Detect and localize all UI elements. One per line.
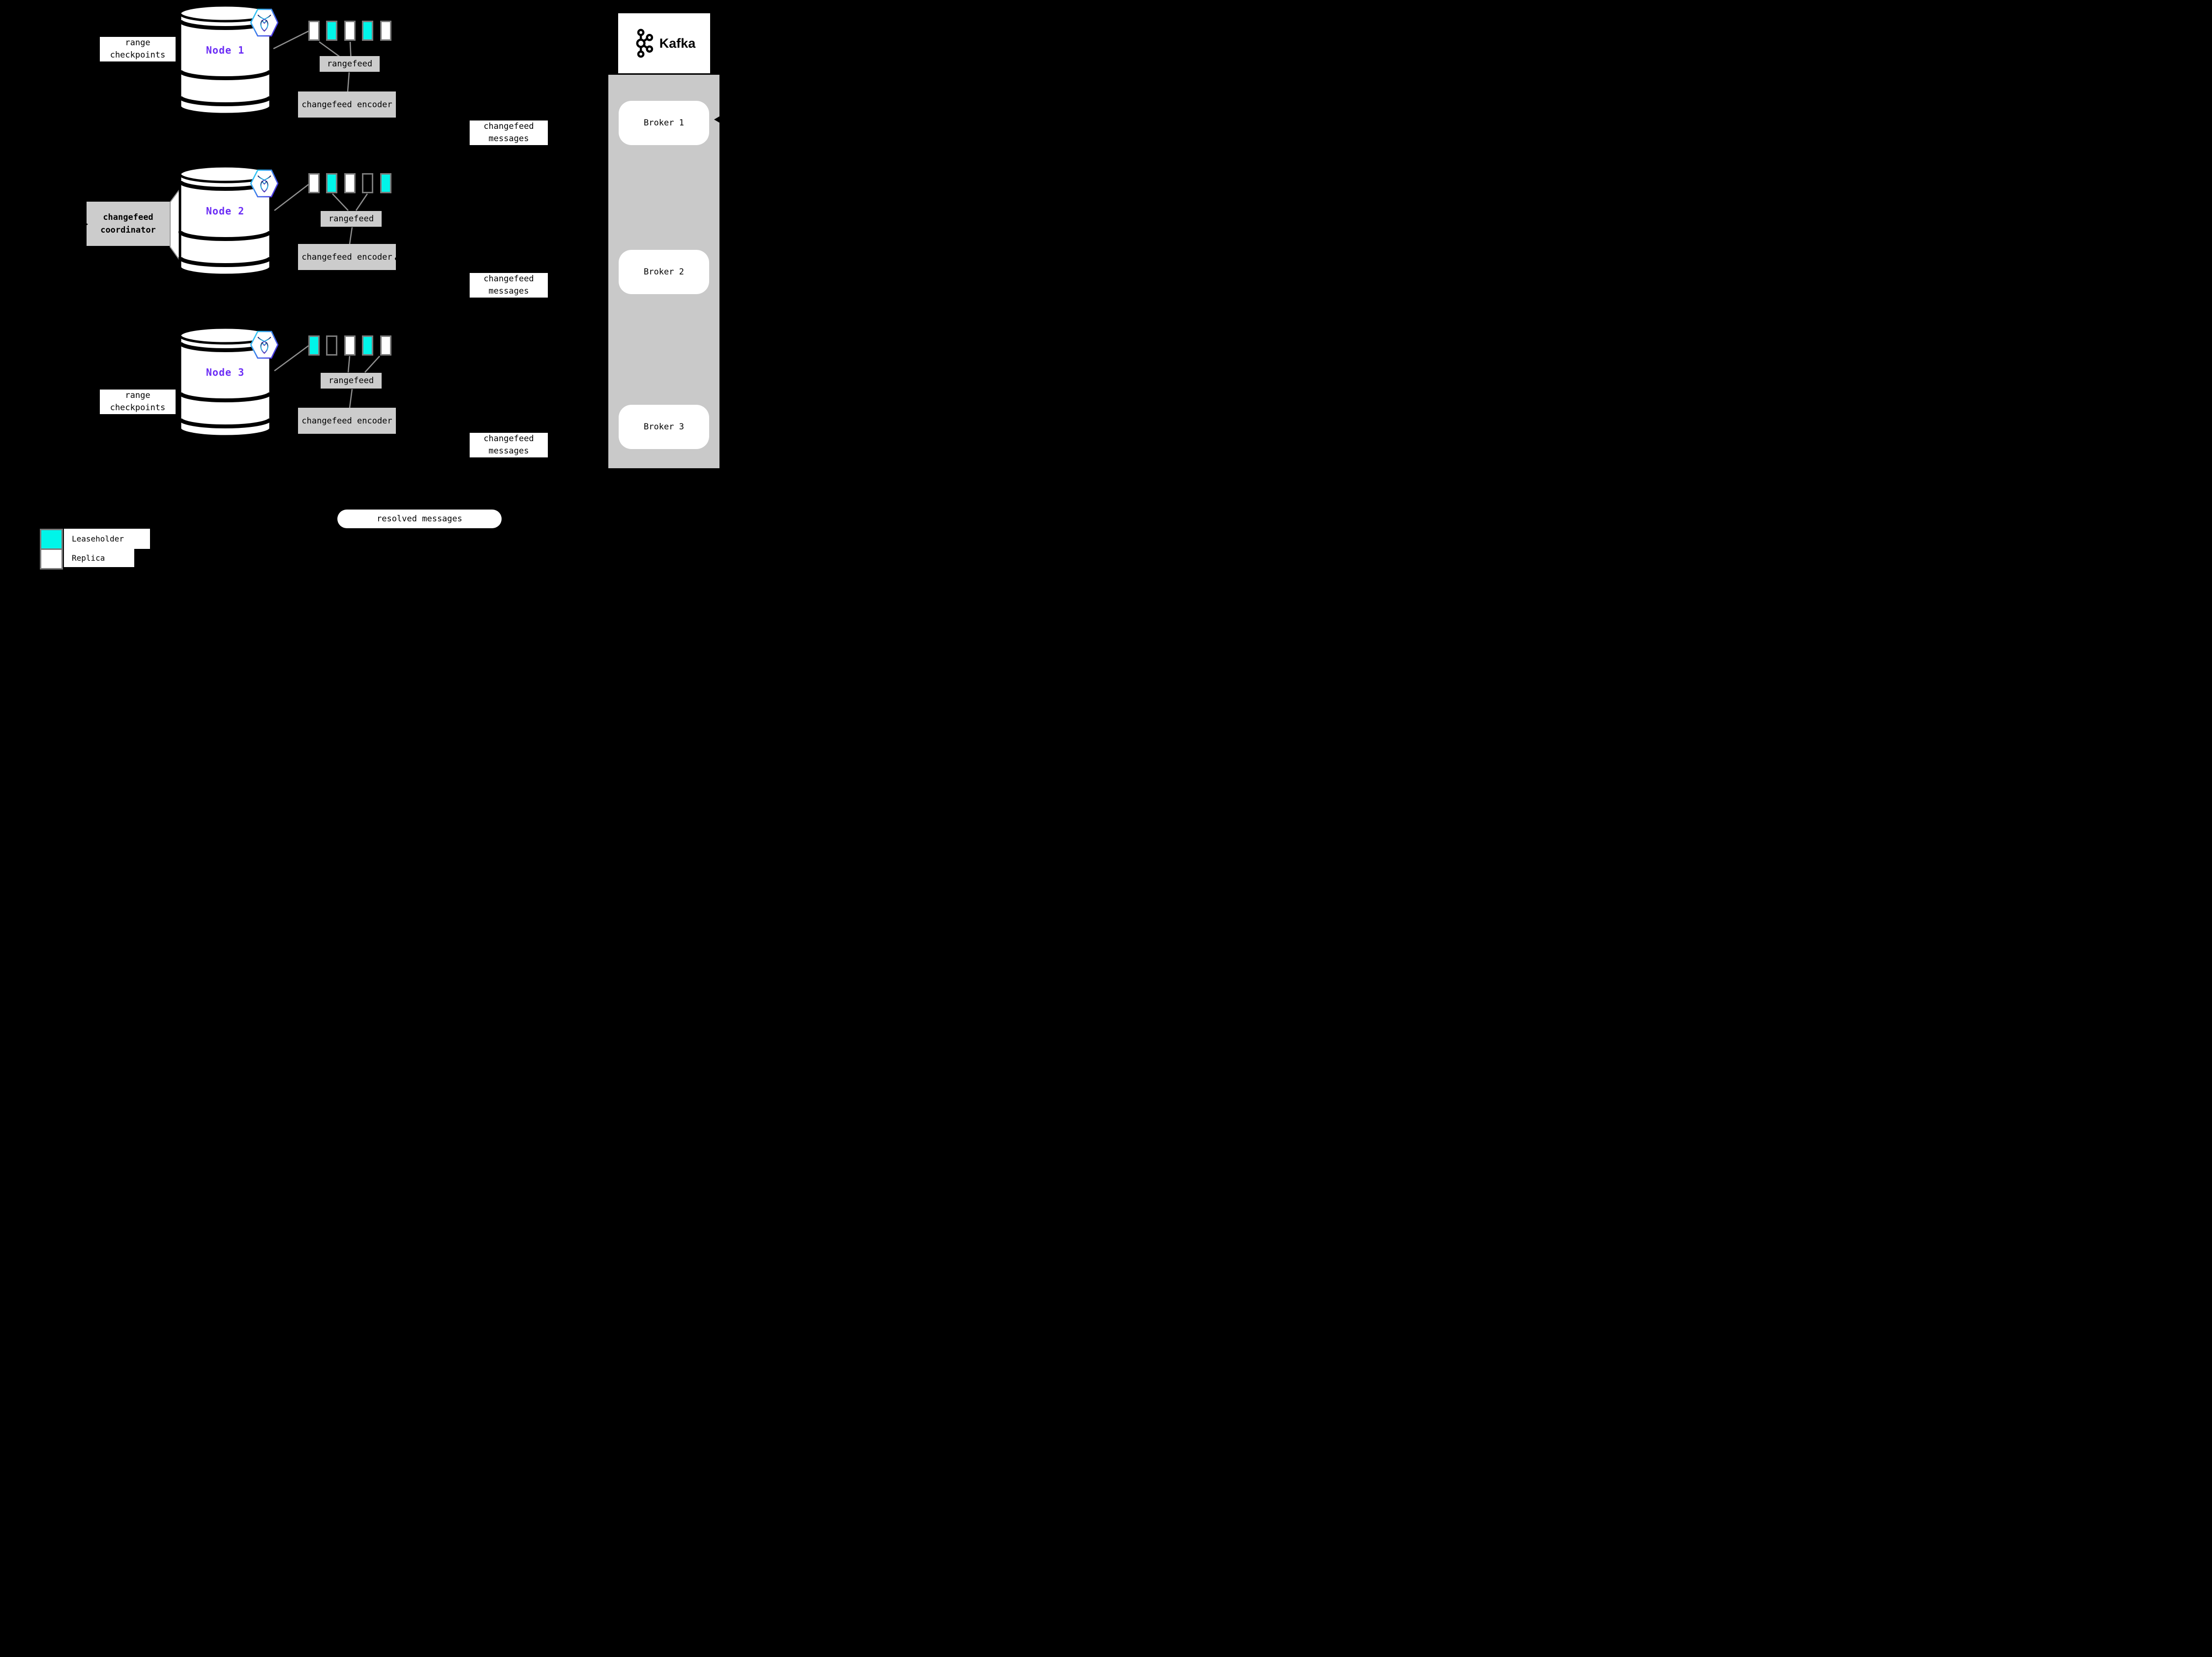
changefeed-encoder-box: changefeed encoder xyxy=(298,244,396,270)
range-rect xyxy=(344,21,356,41)
rangefeed-box: rangefeed xyxy=(321,373,382,389)
kafka-icon xyxy=(636,29,653,58)
range-checkpoints-label: range checkpoints xyxy=(100,390,176,414)
node1-label: Node 1 xyxy=(206,44,245,56)
range-rect xyxy=(326,21,337,41)
changefeed-messages-label: changefeed messages xyxy=(470,433,548,457)
range-rect xyxy=(362,21,373,41)
changefeed-architecture-diagram: Node 1 Node 2 Node 3 xyxy=(0,0,771,577)
broker-box: Broker 2 xyxy=(619,250,709,294)
range-rect xyxy=(380,173,391,193)
legend-replica-label: Replica xyxy=(64,549,134,567)
changefeed-messages-label: changefeed messages xyxy=(470,273,548,298)
range-rect xyxy=(326,335,337,356)
range-rect xyxy=(344,173,356,193)
legend-leaseholder-label: Leaseholder xyxy=(64,529,150,549)
broker-box: Broker 1 xyxy=(619,101,709,145)
range-rect xyxy=(344,335,356,356)
changefeed-encoder-box: changefeed encoder xyxy=(298,91,396,118)
rangefeed-box: rangefeed xyxy=(320,56,380,72)
cockroachdb-logo-icon xyxy=(250,331,278,359)
connector-lines xyxy=(273,30,380,408)
kafka-wordmark: Kafka xyxy=(659,35,696,51)
range-checkpoints-label: range checkpoints xyxy=(100,37,176,61)
range-rect xyxy=(362,335,373,356)
range-rect xyxy=(380,21,391,41)
node3-database-cylinder xyxy=(179,327,272,438)
legend-leaseholder-swatch xyxy=(40,529,63,550)
rangefeed-box: rangefeed xyxy=(321,211,382,227)
cockroachdb-logo-icon xyxy=(250,8,278,37)
range-rect xyxy=(308,21,320,41)
range-rect xyxy=(362,173,373,193)
range-rect xyxy=(326,173,337,193)
changefeed-messages-label: changefeed messages xyxy=(470,121,548,145)
range-rect xyxy=(380,335,391,356)
kafka-logo-box: Kafka xyxy=(618,13,710,73)
node3-label: Node 3 xyxy=(206,366,245,378)
legend-replica-swatch xyxy=(40,548,63,570)
range-rect xyxy=(308,173,320,193)
node1-database-cylinder xyxy=(179,4,272,116)
changefeed-coordinator-box: changefeed coordinator xyxy=(87,202,170,246)
resolved-messages-pill: resolved messages xyxy=(337,510,502,528)
broker-box: Broker 3 xyxy=(619,405,709,449)
range-rect xyxy=(308,335,320,356)
cockroachdb-logo-icon xyxy=(250,169,278,198)
changefeed-encoder-box: changefeed encoder xyxy=(298,408,396,434)
node2-label: Node 2 xyxy=(206,205,245,217)
